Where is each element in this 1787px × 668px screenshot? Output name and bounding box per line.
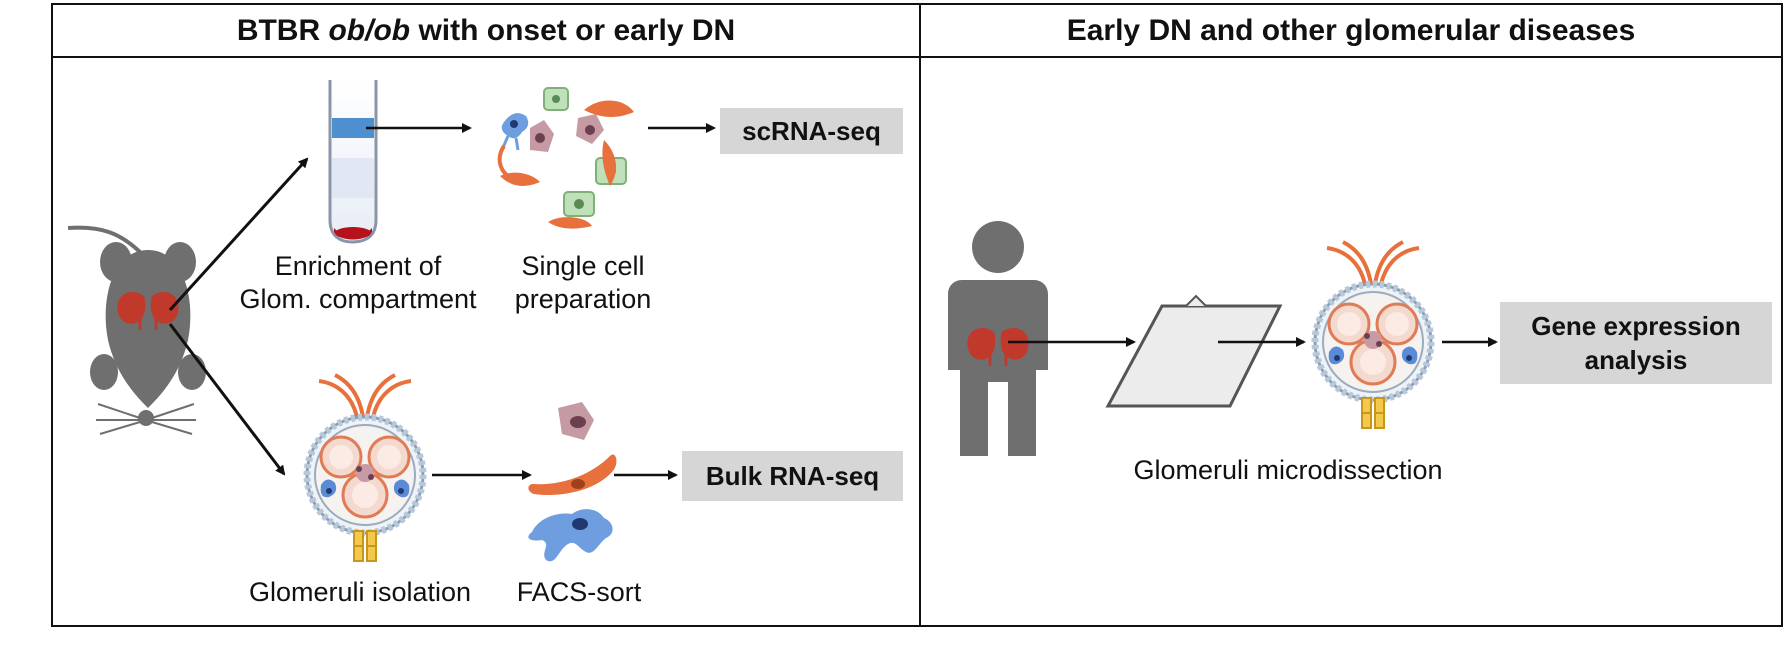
arrow-mouse-to-enrichment bbox=[168, 157, 309, 312]
glomerulus-isolation-icon bbox=[307, 375, 423, 561]
single-cells-icon bbox=[497, 87, 634, 229]
gene-expression-label-line1: Gene expression bbox=[1531, 311, 1741, 341]
single-cell-label-line2: preparation bbox=[514, 284, 652, 314]
left-title-suffix: with onset or early DN bbox=[410, 14, 736, 47]
arrow-mouse-to-isolation bbox=[168, 323, 286, 476]
figure-frame bbox=[51, 3, 1783, 627]
human-icon bbox=[948, 221, 1048, 456]
glomeruli-isolation-label: Glomeruli isolation bbox=[248, 577, 472, 607]
left-title-italic: ob/ob bbox=[328, 14, 411, 47]
left-title-prefix: BTBR bbox=[236, 14, 329, 47]
gene-expression-box: Gene expression analysis bbox=[1500, 302, 1772, 384]
microdissection-slide-icon bbox=[1105, 294, 1283, 408]
scrna-seq-label: scRNA-seq bbox=[742, 116, 881, 146]
microdissection-label: Glomeruli microdissection bbox=[1133, 455, 1443, 485]
enrichment-label-line1: Enrichment of bbox=[274, 251, 442, 281]
glomerulus-microdissection-icon bbox=[1315, 242, 1431, 428]
single-cell-label-line1: Single cell bbox=[521, 251, 645, 281]
right-panel-title: Early DN and other glomerular diseases bbox=[1066, 14, 1636, 47]
facs-cells-icon bbox=[528, 402, 617, 562]
enrichment-label: Enrichment of Glom. compartment bbox=[238, 250, 478, 316]
left-panel-title: BTBR ob/ob with onset or early DN bbox=[52, 14, 920, 48]
single-cell-label: Single cell preparation bbox=[500, 250, 666, 316]
centrifuge-tube-icon bbox=[328, 80, 378, 244]
bulk-rna-seq-box: Bulk RNA-seq bbox=[682, 451, 903, 501]
gene-expression-label-line2: analysis bbox=[1584, 345, 1688, 375]
scrna-seq-box: scRNA-seq bbox=[720, 108, 903, 154]
facs-sort-label: FACS-sort bbox=[516, 577, 642, 607]
bulk-rna-seq-label: Bulk RNA-seq bbox=[705, 461, 880, 491]
enrichment-label-line2: Glom. compartment bbox=[239, 284, 477, 314]
mouse-icon bbox=[67, 225, 206, 435]
